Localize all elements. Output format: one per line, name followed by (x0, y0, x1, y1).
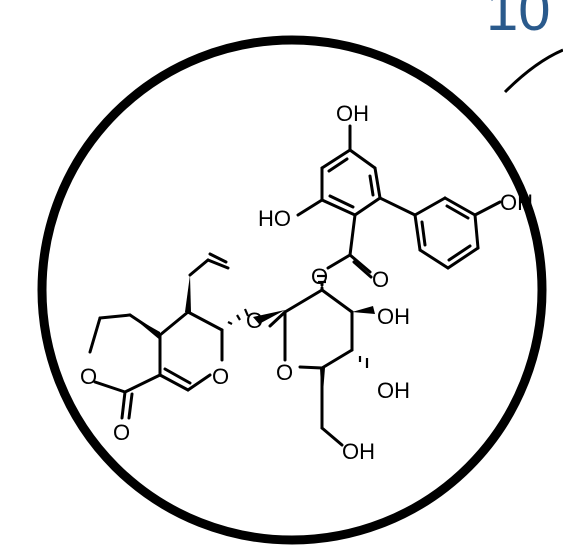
stereo-bonds (130, 275, 375, 405)
atom-o-dihydropyran: O (212, 364, 229, 389)
atom-o-glucose-ring: O (276, 360, 293, 385)
atom-o-ester-carbonyl: O (372, 267, 389, 292)
atom-oh-c3: OH (377, 378, 410, 403)
header-partial-text: 10 (486, 0, 551, 43)
atom-o-carbonyl: O (113, 420, 130, 445)
magnifier-circle (37, 35, 547, 545)
atom-oh-c6: OH (342, 439, 375, 464)
atom-o-lactone: O (80, 364, 97, 389)
atom-ho-left: HO (258, 206, 291, 231)
atom-o-link: O (246, 308, 263, 333)
hashed-bonds (227, 274, 369, 368)
atom-oh-top: OH (336, 101, 369, 126)
molecule-bonds (88, 124, 502, 447)
atom-o-ester: O (311, 264, 328, 289)
atom-oh-c2: OH (377, 304, 410, 329)
atom-oh-right: OH (500, 190, 533, 215)
callout-line (503, 48, 563, 94)
